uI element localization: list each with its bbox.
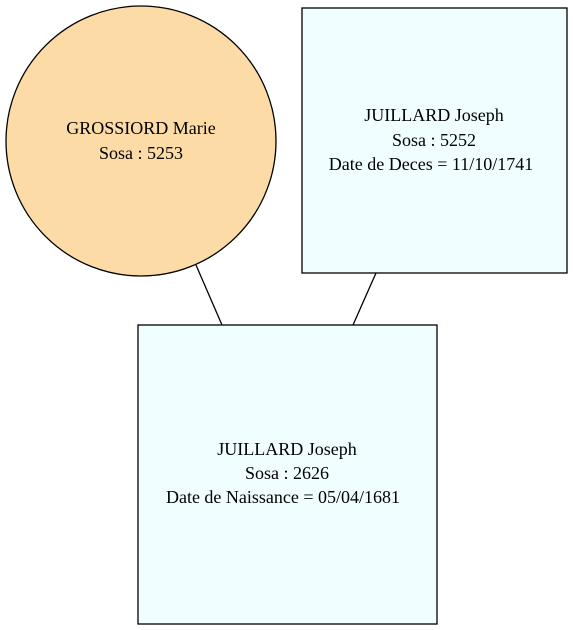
mother-name: GROSSIORD Marie — [66, 118, 216, 138]
father-name: JUILLARD Joseph — [364, 105, 504, 125]
node-child: JUILLARD Joseph Sosa : 2626 Date de Nais… — [137, 324, 438, 625]
node-father: JUILLARD Joseph Sosa : 5252 Date de Dece… — [301, 7, 568, 274]
mother-circle — [5, 5, 277, 277]
father-sosa: Sosa : 5252 — [392, 130, 476, 150]
child-name: JUILLARD Joseph — [217, 439, 357, 459]
mother-sosa: Sosa : 5253 — [99, 143, 183, 163]
father-death-date: Date de Deces = 11/10/1741 — [329, 154, 533, 174]
edge-mother-to-child — [195, 264, 223, 326]
child-birth-date: Date de Naissance = 05/04/1681 — [166, 487, 400, 507]
child-box — [137, 324, 438, 625]
node-mother: GROSSIORD Marie Sosa : 5253 — [5, 5, 277, 277]
edge-father-to-child — [352, 272, 377, 326]
father-box — [301, 7, 568, 274]
child-sosa: Sosa : 2626 — [245, 463, 329, 483]
